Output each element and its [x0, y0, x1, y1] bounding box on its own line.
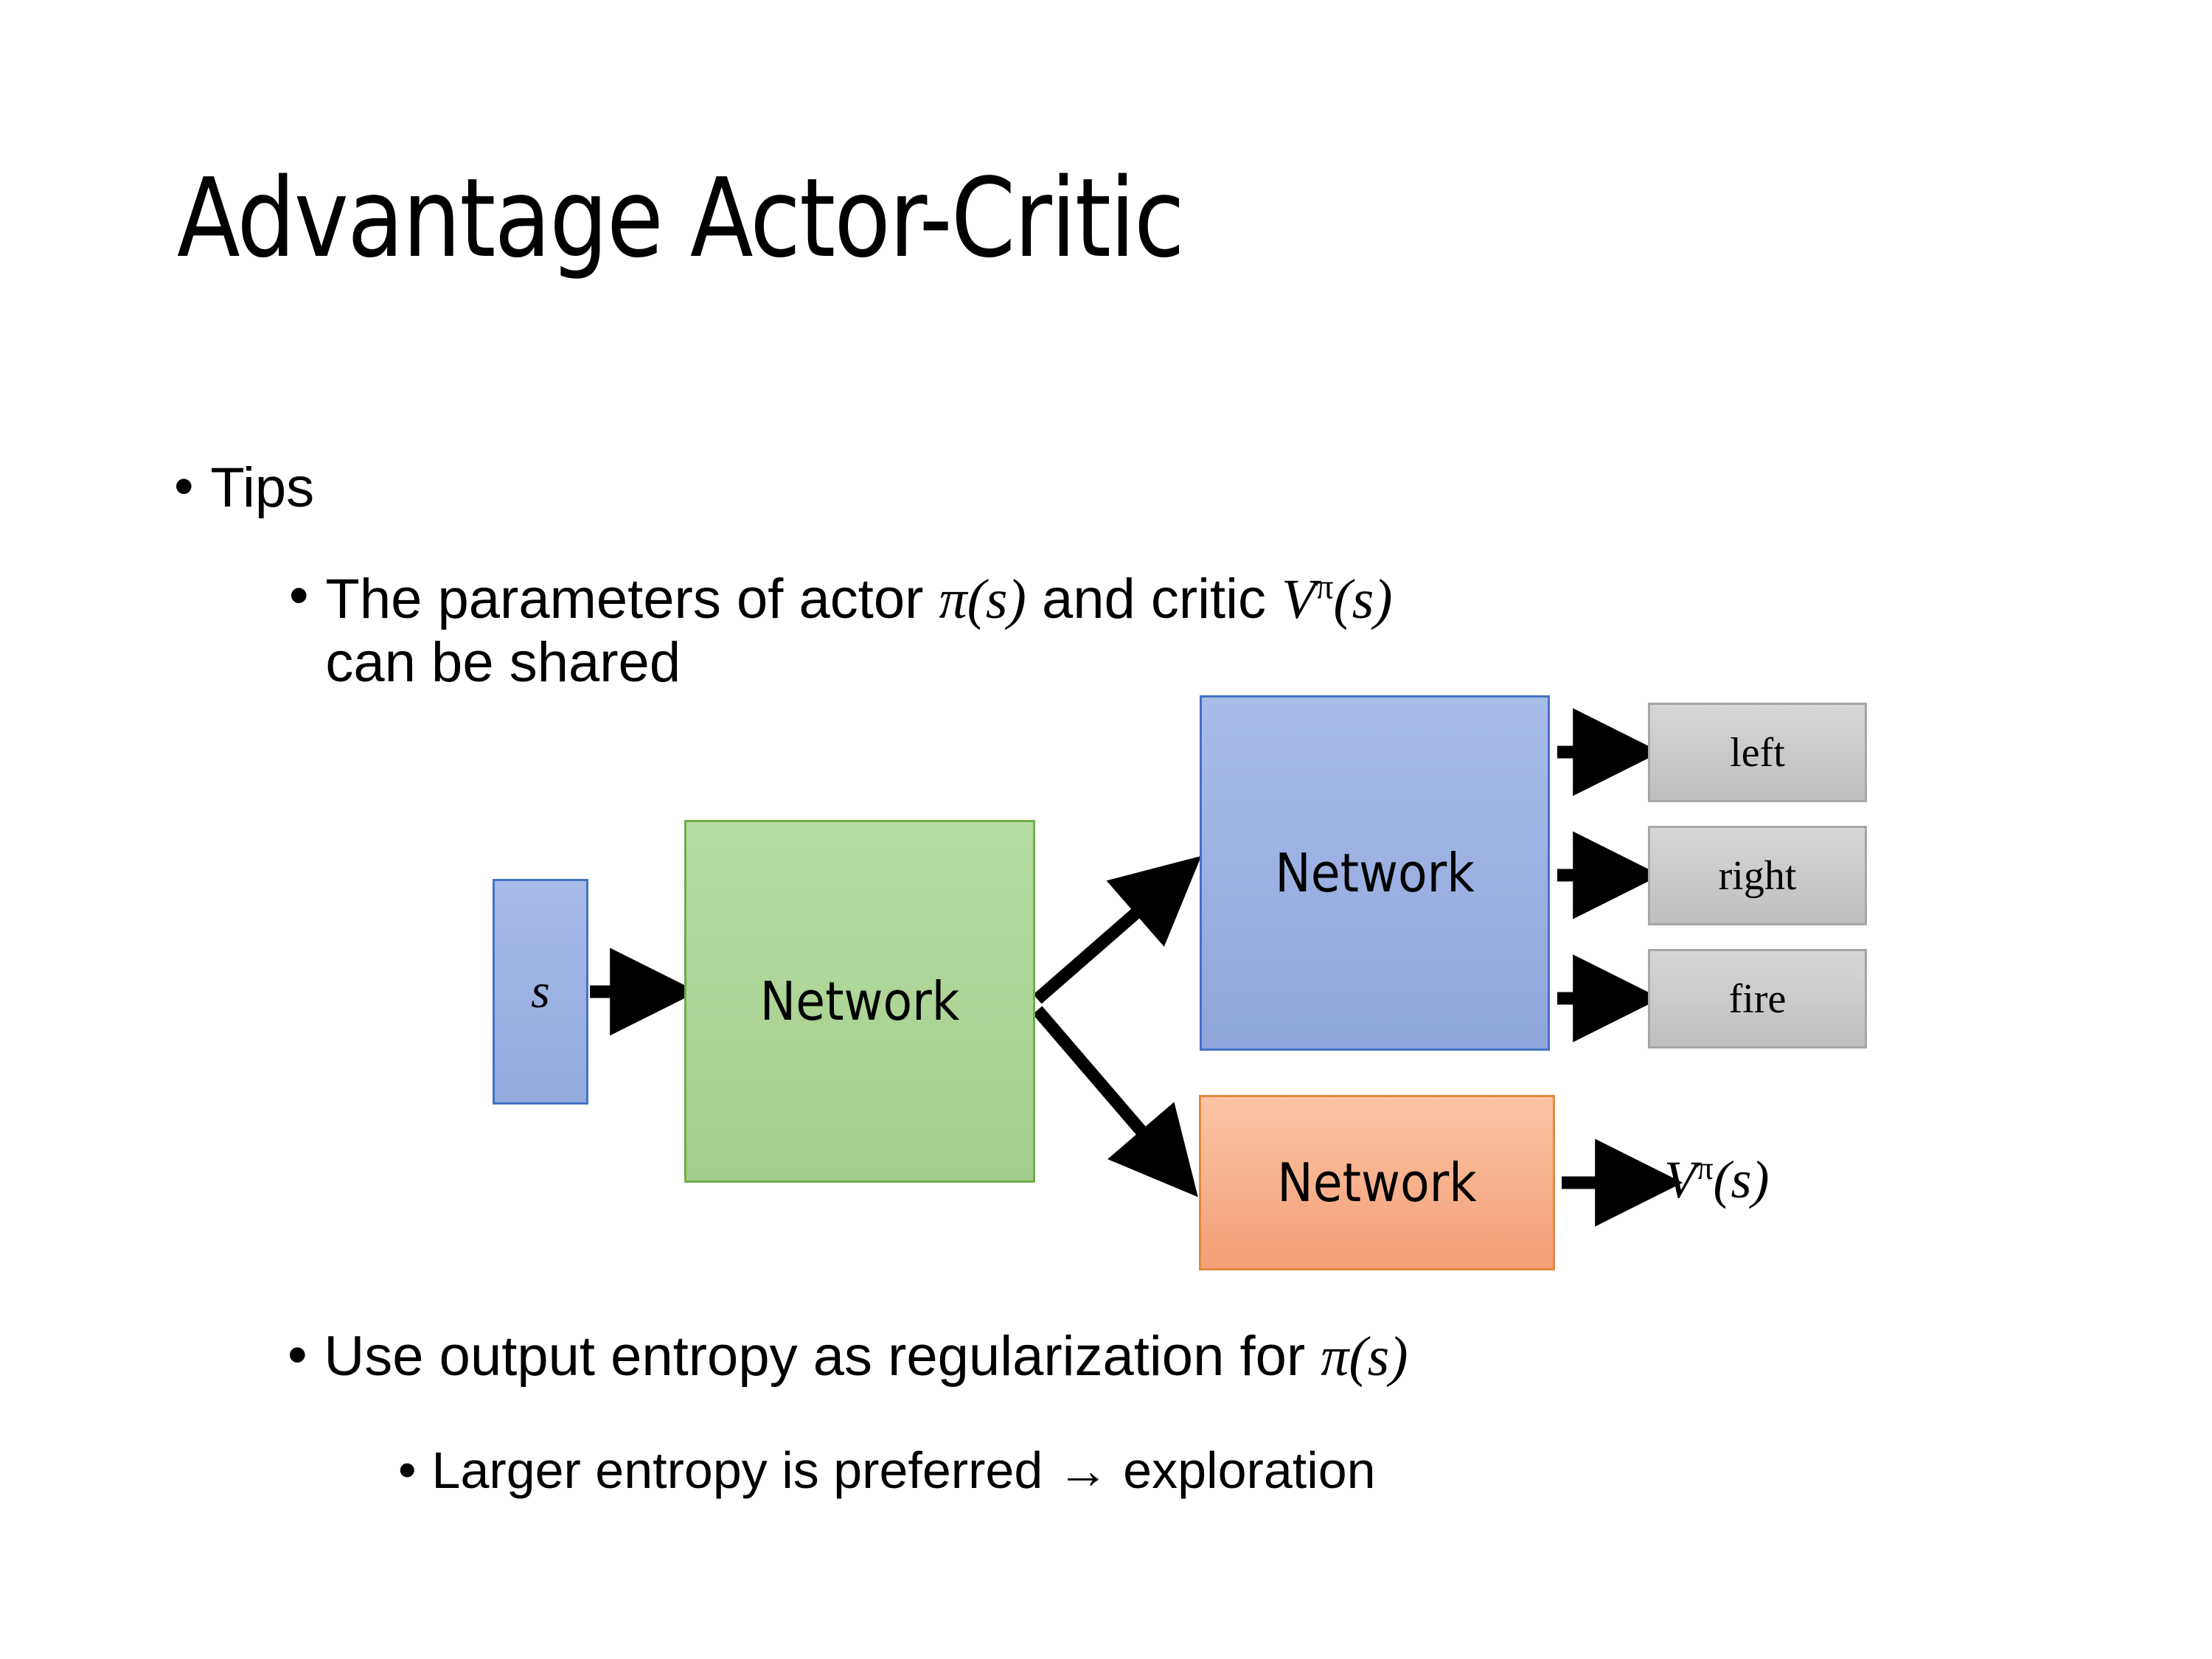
bullet-tips-label: Tips	[210, 456, 315, 519]
diagram-critic-network-box[interactable]: Network	[1199, 1095, 1555, 1270]
page-title: Advantage Actor-Critic	[177, 155, 1185, 282]
bullet-entropy-regularization: • Use output entropy as regularization f…	[288, 1327, 1408, 1387]
entropy-text: Use output entropy as regularization for	[324, 1325, 1321, 1388]
bullet-marker-icon: •	[289, 564, 309, 627]
bullet-marker-icon: •	[398, 1441, 417, 1498]
bullet-parameters-text: The parameters of actor π(s) and critic …	[325, 568, 1392, 694]
bullet-tips: • Tips	[174, 459, 314, 518]
diagram-action-output-left[interactable]: left	[1648, 703, 1867, 802]
critic-output-args: (s)	[1713, 1150, 1770, 1209]
math-critic-v: V	[1281, 568, 1316, 630]
math-critic-args: (s)	[1333, 568, 1393, 630]
critic-output-v-symbol: V	[1664, 1150, 1697, 1209]
diagram-actor-network-box[interactable]: Network	[1200, 695, 1550, 1051]
bullet-marker-icon: •	[174, 455, 194, 518]
diagram-critic-output-value: Vπ(s)	[1664, 1149, 1770, 1211]
diagram-critic-network-label: Network	[1277, 1152, 1477, 1214]
params-text-part1: The parameters of actor	[325, 568, 939, 630]
math-critic-superscript: π	[1315, 568, 1334, 607]
diagram-action-output-fire[interactable]: fire	[1648, 949, 1867, 1048]
diagram-shared-network-box[interactable]: Network	[684, 820, 1035, 1183]
bullet-larger-entropy: • Larger entropy is preferred → explorat…	[398, 1441, 1376, 1499]
math-entropy-args: (s)	[1349, 1326, 1408, 1388]
diagram-action-output-right[interactable]: right	[1648, 826, 1867, 925]
diagram-actor-network-label: Network	[1275, 842, 1475, 904]
math-actor-pi: π	[939, 568, 967, 630]
arrow-shared-to-actor	[1033, 855, 1202, 1004]
bullet-marker-icon: •	[288, 1324, 307, 1386]
bullet-parameters-shared: • The parameters of actor π(s) and criti…	[289, 564, 1837, 695]
bullet-larger-entropy-label: Larger entropy is preferred → exploratio…	[431, 1441, 1376, 1499]
diagram-shared-network-label: Network	[759, 970, 960, 1032]
diagram-input-state-label: s	[531, 964, 550, 1018]
critic-output-superscript: π	[1696, 1150, 1714, 1186]
diagram-action-output-right-label: right	[1718, 852, 1797, 899]
math-actor-args: (s)	[967, 568, 1026, 630]
params-text-part3: can be shared	[325, 631, 681, 695]
bullet-entropy-text: Use output entropy as regularization for…	[324, 1327, 1408, 1387]
arrow-shared-to-critic	[1032, 1006, 1198, 1197]
diagram-action-output-left-label: left	[1730, 729, 1785, 776]
math-entropy-pi: π	[1321, 1326, 1349, 1388]
diagram-action-output-fire-label: fire	[1728, 975, 1787, 1022]
params-text-part2: and critic	[1026, 568, 1282, 630]
diagram-input-state-box[interactable]: s	[493, 879, 588, 1105]
